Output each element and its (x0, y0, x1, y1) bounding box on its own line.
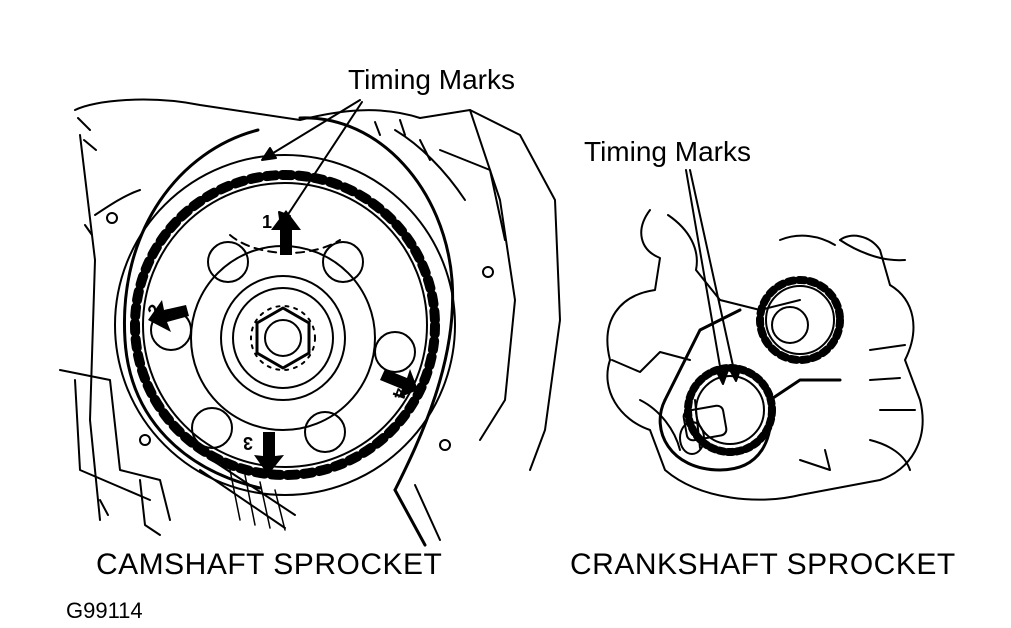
crankshaft-sprocket (679, 364, 776, 456)
camshaft-sprocket-caption: CAMSHAFT SPROCKET (96, 548, 443, 581)
camshaft-timing-marks-label: Timing Marks (348, 64, 515, 95)
arrow-down-icon (254, 432, 284, 475)
camshaft-sprocket (114, 154, 456, 496)
sprocket-mark-1: 1 (262, 212, 273, 232)
crankcase-outline (606, 209, 924, 501)
arrow-up-icon (271, 210, 301, 255)
camshaft-callout-arrows (261, 99, 363, 227)
engine-block-outline (59, 98, 561, 536)
balancer-gear (756, 276, 844, 364)
camshaft-hub (190, 245, 376, 431)
arrow-left-icon (148, 300, 189, 332)
crankshaft-timing-marks-label: Timing Marks (584, 136, 751, 167)
sprocket-mark-3: 3 (243, 433, 254, 453)
arrow-right-icon (380, 369, 418, 398)
figure-id: G99114 (66, 598, 143, 623)
camshaft-assembly (59, 98, 561, 547)
rotation-arrows (148, 210, 418, 475)
crankshaft-callout-arrows (685, 169, 742, 385)
crankshaft-sprocket-caption: CRANKSHAFT SPROCKET (570, 548, 956, 581)
crankshaft-assembly (606, 169, 924, 501)
timing-belt (122, 116, 455, 547)
